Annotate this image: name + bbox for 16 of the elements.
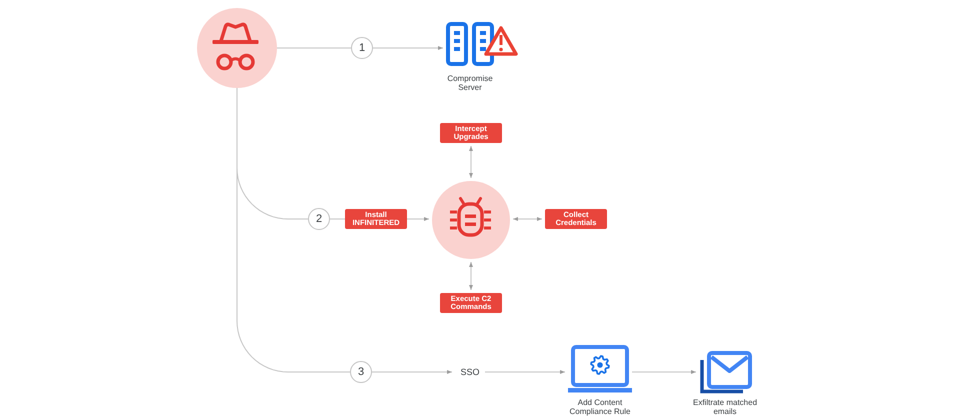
icon-caption: Add Content Compliance Rule — [568, 398, 632, 416]
arrow — [372, 370, 452, 374]
step-number: 3 — [350, 361, 372, 383]
double-arrow — [469, 262, 473, 290]
service-label: SSO — [455, 366, 485, 378]
step-number: 2 — [308, 208, 330, 230]
double-arrow — [512, 217, 542, 221]
icon-caption: Compromise Server — [446, 74, 494, 92]
step-number: 1 — [351, 37, 373, 59]
double-arrow — [469, 146, 473, 178]
arrow — [484, 370, 566, 374]
arrow — [372, 46, 444, 50]
arrow — [406, 217, 430, 221]
connector-line — [330, 218, 346, 220]
arrow — [632, 370, 696, 374]
icon-caption: Exfiltrate matched emails — [692, 398, 758, 416]
